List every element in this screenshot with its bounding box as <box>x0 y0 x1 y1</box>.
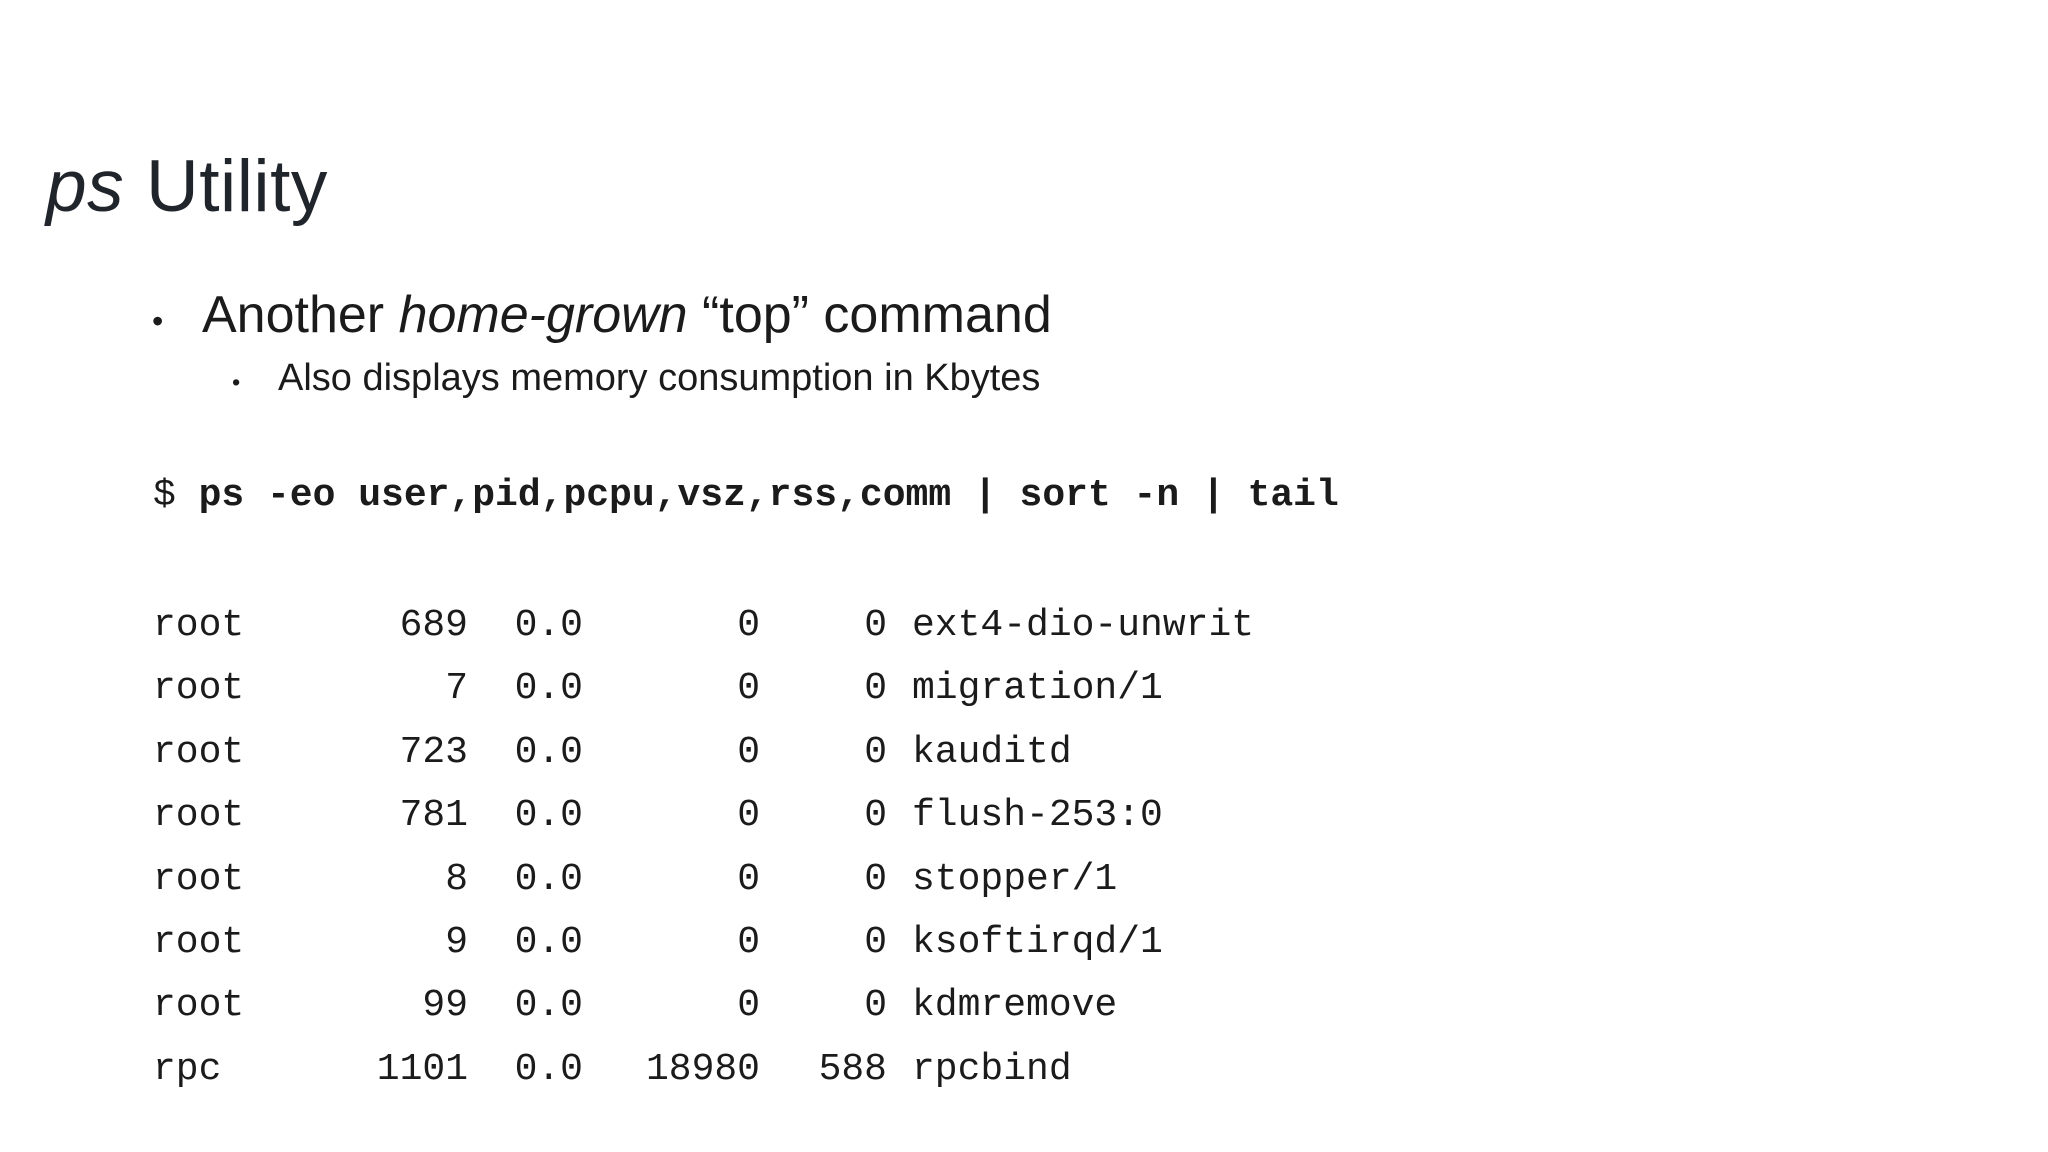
cell-user: root <box>153 920 245 964</box>
cell-pcpu: 0.0 <box>514 730 583 774</box>
cell-vsz: 0 <box>737 857 760 901</box>
cell-rss: 0 <box>864 920 887 964</box>
bullet-text: Another home-grown “top” command <box>202 284 1052 346</box>
bullet-text-after: “top” command <box>687 286 1052 344</box>
cell-vsz: 0 <box>737 604 760 647</box>
bullet-item-top-command: • Another home-grown “top” command <box>152 284 1052 346</box>
cell-pcpu: 0.0 <box>514 857 583 901</box>
cell-rss: 0 <box>864 857 887 901</box>
cell-user: root <box>153 857 245 901</box>
bullet-icon: • <box>152 303 164 339</box>
cell-rss: 0 <box>864 984 887 1028</box>
sub-bullet-text: Also displays memory consumption in Kbyt… <box>278 357 1041 399</box>
shell-prompt: $ <box>153 474 176 517</box>
cell-rss: 0 <box>864 730 887 774</box>
cell-user: root <box>153 730 245 774</box>
cell-comm: stopper/1 <box>912 857 1118 901</box>
table-row: rpc 1101 0.0 18980 588 rpcbind <box>153 1038 1254 1101</box>
cell-vsz: 0 <box>737 920 760 964</box>
cell-pcpu: 0.0 <box>514 984 583 1028</box>
cell-pcpu: 0.0 <box>514 1047 583 1091</box>
cell-comm: flush-253:0 <box>912 794 1163 838</box>
cell-comm: ksoftirqd/1 <box>912 920 1163 964</box>
cell-rss: 0 <box>864 794 887 838</box>
table-row: root 689 0.0 0 0 ext4-dio-unwrit <box>153 594 1254 657</box>
cell-vsz: 0 <box>737 730 760 774</box>
cell-vsz: 0 <box>737 984 760 1028</box>
table-row: root 99 0.0 0 0 kdmremove <box>153 974 1254 1037</box>
cell-rss: 0 <box>864 604 887 647</box>
cell-user: root <box>153 794 245 838</box>
cell-comm: kauditd <box>912 730 1072 774</box>
cell-pid: 689 <box>399 604 468 647</box>
cell-pid: 7 <box>445 667 468 711</box>
bullet-text-before: Another <box>202 286 399 344</box>
title-command-name: ps <box>46 146 125 227</box>
table-row: root 723 0.0 0 0 kauditd <box>153 721 1254 784</box>
cell-pid: 1101 <box>376 1047 468 1091</box>
cell-comm: kdmremove <box>912 984 1118 1028</box>
cell-pid: 9 <box>445 920 468 964</box>
cell-vsz: 18980 <box>645 1047 760 1091</box>
table-row: root 781 0.0 0 0 flush-253:0 <box>153 784 1254 847</box>
process-output-table: root 689 0.0 0 0 ext4-dio-unwrit root 7 … <box>153 594 1254 1101</box>
cell-user: root <box>153 984 245 1028</box>
table-row: root 7 0.0 0 0 migration/1 <box>153 657 1254 720</box>
cell-pcpu: 0.0 <box>514 667 583 711</box>
shell-command-text: ps -eo user,pid,pcpu,vsz,rss,comm | sort… <box>198 474 1339 517</box>
title-rest: Utility <box>146 146 328 227</box>
cell-comm: migration/1 <box>912 667 1163 711</box>
cell-user: rpc <box>153 1047 222 1091</box>
cell-pid: 99 <box>422 984 468 1028</box>
cell-pcpu: 0.0 <box>514 604 583 647</box>
cell-rss: 0 <box>864 667 887 711</box>
cell-pcpu: 0.0 <box>514 920 583 964</box>
shell-command-line: $ ps -eo user,pid,pcpu,vsz,rss,comm | sor… <box>153 473 1339 519</box>
cell-comm: ext4-dio-unwrit <box>912 604 1255 647</box>
cell-user: root <box>153 667 245 711</box>
bullet-text-italic: home-grown <box>398 286 688 344</box>
cell-pcpu: 0.0 <box>514 794 583 838</box>
bullet-item-memory-consumption: • Also displays memory consumption in Kb… <box>232 356 1040 402</box>
table-row: root 9 0.0 0 0 ksoftirqd/1 <box>153 911 1254 974</box>
bullet-icon: • <box>232 369 241 395</box>
cell-pid: 8 <box>445 857 468 901</box>
cell-vsz: 0 <box>737 794 760 838</box>
page-title: ps Utility <box>46 145 328 229</box>
table-row: root 8 0.0 0 0 stopper/1 <box>153 848 1254 911</box>
cell-pid: 723 <box>399 730 468 774</box>
cell-pid: 781 <box>399 794 468 838</box>
cell-user: root <box>153 604 245 647</box>
cell-rss: 588 <box>818 1047 887 1091</box>
cell-vsz: 0 <box>737 667 760 711</box>
cell-comm: rpcbind <box>912 1047 1072 1091</box>
